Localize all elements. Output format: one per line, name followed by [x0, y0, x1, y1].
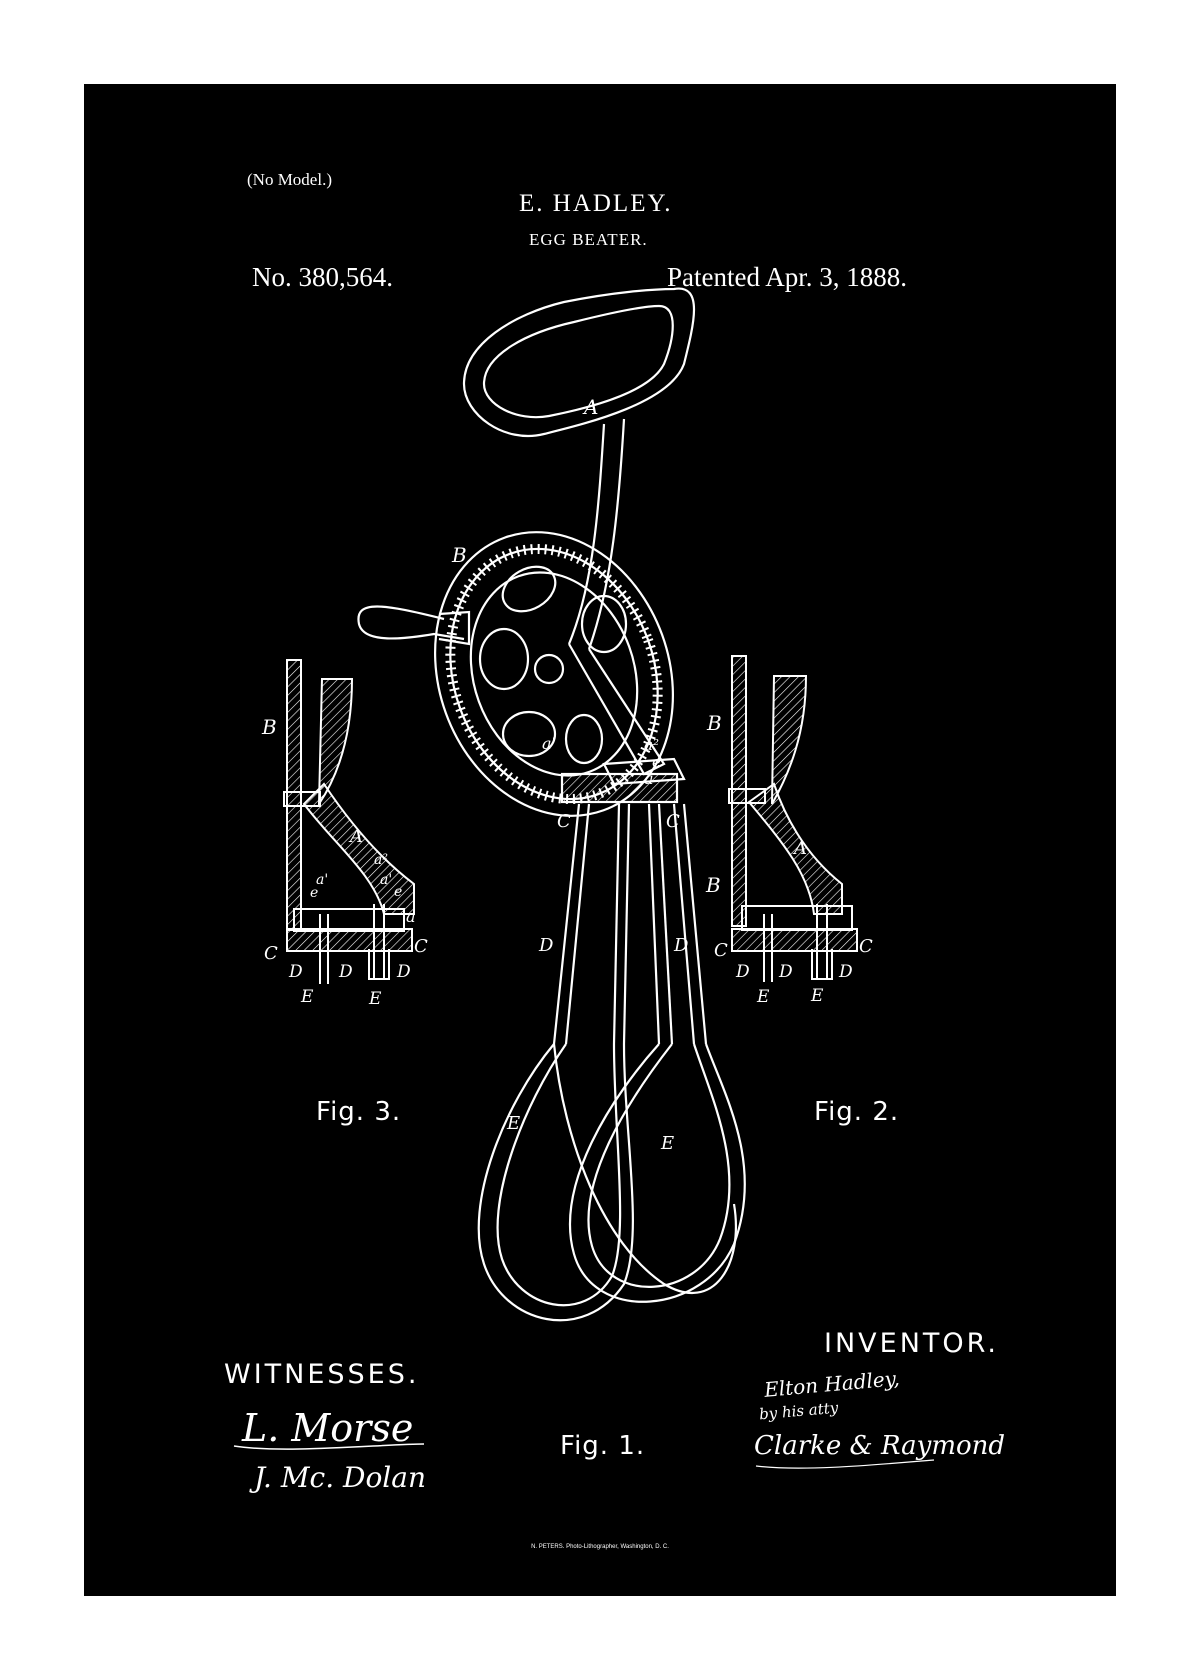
- fig2-label-D: D: [838, 962, 853, 982]
- crank-handle: [357, 605, 465, 641]
- fig3-label-a2: a²: [374, 852, 388, 868]
- fig2-label-E: E: [756, 987, 770, 1007]
- label-C: C: [557, 811, 571, 832]
- label-E: E: [660, 1133, 674, 1154]
- fig3-label-a: a: [406, 907, 416, 926]
- fig2-caption: Fig. 2.: [814, 1097, 900, 1127]
- fig1-caption: Fig. 1.: [560, 1431, 646, 1461]
- fig1-drawing: [357, 287, 746, 1322]
- fig3-label-B: B: [261, 715, 277, 739]
- fig3-label-D: D: [338, 962, 353, 982]
- fig2-label-D: D: [778, 962, 793, 982]
- witnesses-label: WITNESSES.: [224, 1359, 420, 1390]
- fig2-label-E: E: [810, 986, 824, 1006]
- fig3-caption: Fig. 3.: [316, 1097, 402, 1127]
- label-A: A: [582, 395, 598, 419]
- label-e: e: [652, 753, 661, 771]
- fig3-label-C: C: [414, 936, 428, 957]
- fig3-label-C: C: [264, 943, 278, 964]
- label-D: D: [538, 935, 554, 956]
- beater-loop-2: [568, 1043, 746, 1303]
- fig2-label-B: B: [705, 873, 721, 897]
- label-B: B: [451, 543, 467, 567]
- label-a1: a': [542, 734, 556, 753]
- fig2-label-C: C: [859, 936, 873, 957]
- fig2-label-D: D: [735, 962, 750, 982]
- fig2-label-B: B: [706, 711, 722, 735]
- inventor-name-heading: E. HADLEY.: [519, 190, 673, 217]
- witness-signature-1: L. Morse: [242, 1406, 414, 1450]
- drive-gear: [433, 531, 675, 817]
- fig3-label-D: D: [396, 962, 411, 982]
- label-D: D: [673, 935, 689, 956]
- patent-date: Patented Apr. 3, 1888.: [667, 262, 907, 292]
- beater-loop-1: [477, 1043, 634, 1322]
- printer-imprint: N. PETERS. Photo-Lithographer, Washingto…: [531, 1544, 669, 1550]
- no-model-note: (No Model.): [247, 170, 332, 189]
- patent-title: EGG BEATER.: [529, 230, 648, 249]
- attorney-signature: Clarke & Raymond: [754, 1431, 1006, 1461]
- fig2-label-A: A: [792, 838, 807, 859]
- fig3-drawing: [283, 659, 415, 984]
- fig2-drawing: [728, 655, 858, 982]
- fig3-label-D: D: [288, 962, 303, 982]
- fig3-label-e: e: [310, 885, 318, 901]
- fig3-label-A: A: [348, 826, 363, 847]
- label-E: E: [506, 1113, 520, 1134]
- fig3-label-e: e: [394, 884, 402, 900]
- fig3-label-E: E: [368, 989, 382, 1009]
- fig3-label-a1: a': [316, 872, 328, 888]
- label-a2: a²: [644, 736, 659, 754]
- patent-number: No. 380,564.: [252, 262, 393, 292]
- patent-sheet: A B a' a² e a C C D D E E B A a² a' e a: [84, 84, 1116, 1596]
- shank: [567, 423, 606, 645]
- fig3-label-E: E: [300, 987, 314, 1007]
- label-a: a: [644, 769, 654, 788]
- fig2-label-C: C: [714, 940, 728, 961]
- handle-loop: [462, 287, 695, 437]
- label-C: C: [666, 811, 680, 832]
- patent-drawing: A B a' a² e a C C D D E E B A a² a' e a: [233, 287, 935, 1469]
- inventor-label: INVENTOR.: [824, 1328, 1000, 1359]
- witness-signature-2: J. Mc. Dolan: [254, 1461, 426, 1494]
- fig3-label-a1: a': [380, 872, 392, 888]
